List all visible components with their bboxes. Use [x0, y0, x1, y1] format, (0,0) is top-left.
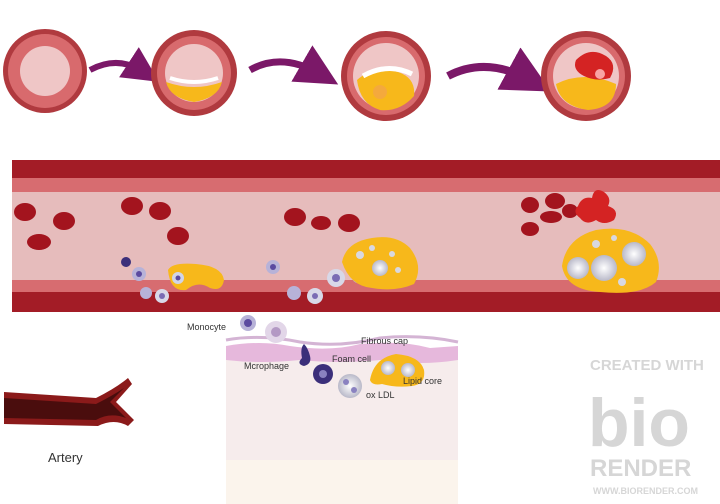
foam-cell-detail	[313, 364, 333, 384]
cross-section-stage-4	[541, 31, 631, 121]
cross-section-stage-1	[3, 29, 87, 113]
artery-icon	[4, 378, 134, 426]
monocytes-lumen	[121, 257, 364, 304]
progression-arrow-1	[88, 47, 160, 82]
ox-ldl-detail	[338, 374, 362, 398]
watermark-url: WWW.BIORENDER.COM	[593, 486, 698, 496]
watermark-created-with: CREATED WITH	[590, 357, 704, 374]
plaque-large	[562, 228, 659, 293]
cross-section-stage-2	[151, 30, 237, 116]
biorender-watermark: CREATED WITH bio RENDER WWW.BIORENDER.CO…	[588, 357, 704, 496]
watermark-render: RENDER	[590, 455, 691, 482]
progression-arrow-2	[248, 45, 339, 85]
progression-arrow-3	[446, 47, 552, 92]
plaque-small	[168, 263, 224, 291]
artery-label: Artery	[48, 450, 83, 465]
label-lipid-core: Lipid core	[403, 376, 442, 386]
label-foam-cell: Foam cell	[332, 354, 371, 364]
blood-clot	[575, 190, 616, 223]
plaque-medium	[342, 237, 419, 290]
label-monocyte: Monocyte	[187, 322, 226, 332]
macrophage-cell-detail	[299, 344, 311, 366]
label-ox-ldl: ox LDL	[366, 390, 395, 400]
label-fibrous-cap: Fibrous cap	[361, 336, 408, 346]
monocyte-cell-detail	[240, 315, 287, 343]
red-blood-cells	[14, 193, 578, 250]
watermark-logo: bio	[588, 385, 690, 461]
label-macrophage: Mcrophage	[244, 361, 289, 371]
cross-section-stage-3	[341, 31, 431, 121]
